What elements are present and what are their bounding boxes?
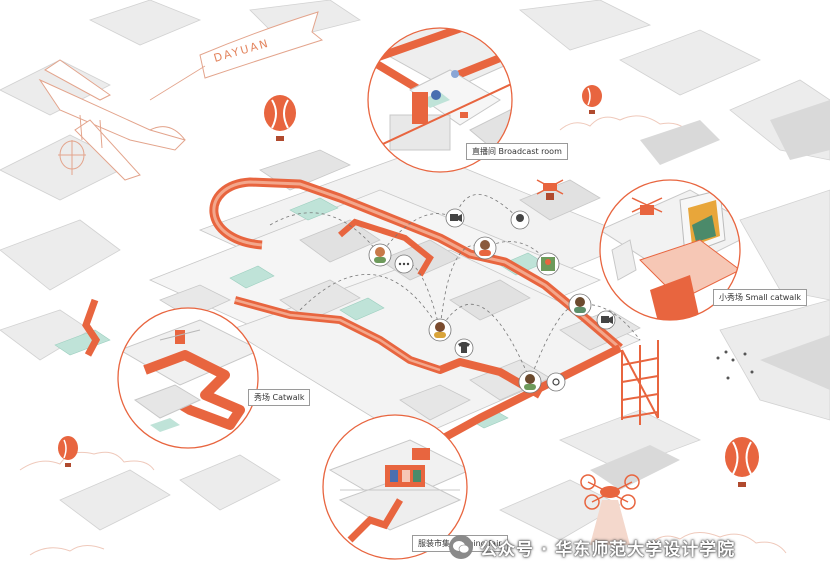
hot-air-balloon-icon: [582, 85, 602, 114]
chat-bubble-icon: [546, 372, 566, 392]
avatar-icon: [568, 293, 592, 317]
airplane-icon: [38, 59, 186, 181]
drone-icon: [580, 474, 640, 545]
watermark-text: 公众号 · 华东师范大学设计学院: [480, 539, 736, 560]
avatar-icon: [518, 370, 542, 394]
video-icon: [596, 310, 616, 330]
background-buildings: [0, 0, 830, 541]
zoom-clothing-fair: [322, 414, 468, 560]
bird-flock: [716, 350, 754, 380]
wechat-icon: [449, 535, 473, 559]
watermark: 公众号 · 华东师范大学设计学院: [448, 533, 735, 561]
zoom-catwalk: [117, 307, 259, 449]
video-icon: [445, 208, 465, 228]
zoom-small-catwalk: [599, 179, 741, 321]
tshirt-icon: [454, 338, 474, 358]
avatar-bubbles: [368, 208, 616, 394]
background-clouds: [19, 115, 787, 556]
drone-icon: [536, 179, 564, 200]
catwalk-loop: [82, 177, 623, 444]
callout-small-catwalk: 小秀场 Small catwalk: [713, 289, 808, 306]
callout-broadcast-room: 直播间 Broadcast room: [466, 143, 568, 160]
avatar-icon: [368, 243, 392, 267]
callout-catwalk: 秀场 Catwalk: [248, 389, 311, 406]
chat-bubble-icon: [394, 254, 414, 274]
orange-tower: [621, 340, 659, 425]
hot-air-balloon-icon: [264, 95, 296, 141]
avatar-icon: [473, 236, 497, 260]
avatar-icon: [536, 252, 560, 276]
avatar-icon: [428, 318, 452, 342]
hot-air-balloon-icon: [725, 437, 759, 487]
avatar-icon: [510, 210, 530, 230]
building-shadows: [590, 100, 830, 490]
hot-air-balloon-icon: [58, 436, 78, 467]
